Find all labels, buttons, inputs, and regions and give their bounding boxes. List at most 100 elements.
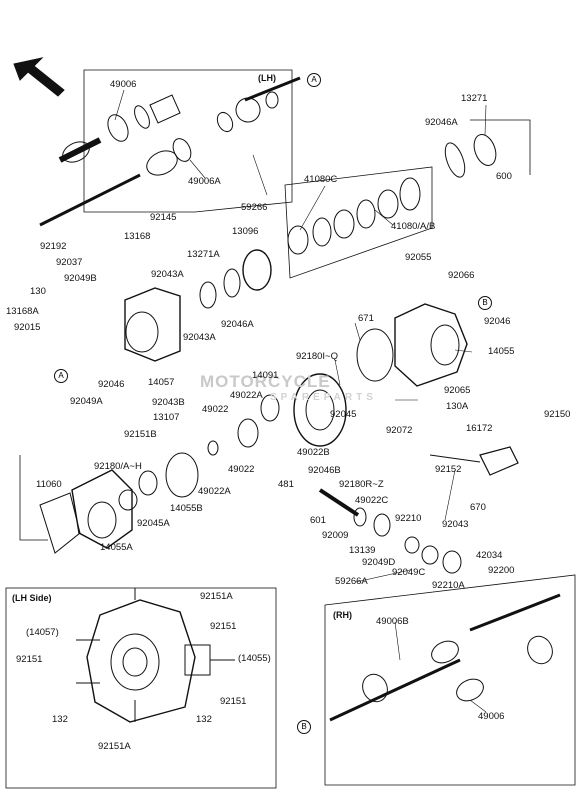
part-label: 49022A — [198, 486, 231, 497]
part-label: 600 — [496, 171, 512, 182]
part-label: 14091 — [252, 370, 279, 381]
part-label: 92151A — [200, 591, 233, 602]
front-arrow-icon — [13, 57, 65, 97]
lh-box-title: (LH) — [258, 73, 276, 83]
part-label: 49022 — [202, 404, 229, 415]
case-14055 — [394, 303, 468, 387]
part-label: 41080/A/B — [391, 221, 436, 232]
actuator-16172 — [479, 446, 519, 476]
part-label: 92151 — [210, 621, 237, 632]
part-label: 92009 — [322, 530, 349, 541]
part-label: 92055 — [405, 252, 432, 263]
part-label: 481 — [278, 479, 294, 490]
part-label: 92049D — [362, 557, 396, 568]
part-label: 92046A — [425, 117, 458, 128]
part-label: 13096 — [232, 226, 259, 237]
case-14055a — [71, 469, 133, 549]
part-label: 49006 — [478, 711, 505, 722]
part-label: 92043 — [442, 519, 469, 530]
part-label: 92152 — [435, 464, 462, 475]
part-label: 92015 — [14, 322, 41, 333]
watermark-main: MOTORCYCLE — [200, 372, 331, 391]
part-label: 92210 — [395, 513, 422, 524]
part-label: 92045 — [330, 409, 357, 420]
part-label: 14055 — [488, 346, 515, 357]
part-label: 13271A — [187, 249, 220, 260]
part-label: 13168 — [124, 231, 151, 242]
part-label: 92043A — [183, 332, 216, 343]
part-label: 49022B — [297, 447, 330, 458]
part-label: 92145 — [150, 212, 177, 223]
marker-b-bottom: B — [297, 720, 311, 734]
part-label: 13139 — [349, 545, 376, 556]
marker-a-left: A — [54, 369, 68, 383]
part-label: 13271 — [461, 93, 488, 104]
part-label: 132 — [52, 714, 68, 725]
part-label: 92180/A~H — [94, 461, 142, 472]
part-label: 92046 — [484, 316, 511, 327]
part-label: 13168A — [6, 306, 39, 317]
clutch-pack-box — [284, 166, 433, 279]
part-label: 14055A — [100, 542, 133, 553]
part-label: 92151 — [220, 696, 247, 707]
part-label: 92045A — [137, 518, 170, 529]
lh-side-view — [76, 588, 235, 723]
part-label: 92192 — [40, 241, 67, 252]
part-label: 13107 — [153, 412, 180, 423]
part-label: 130A — [446, 401, 469, 412]
part-label: 41080C — [304, 174, 338, 185]
lh-axle-box — [83, 69, 293, 213]
part-label: 92180R~Z — [339, 479, 384, 490]
part-label: 16172 — [466, 423, 493, 434]
part-label: 59266A — [335, 576, 368, 587]
lh-side-box-title: (LH Side) — [12, 593, 52, 603]
part-label: 49006B — [376, 616, 409, 627]
rh-axle-box — [324, 574, 576, 786]
clutch-plates — [287, 177, 421, 255]
part-label: 92065 — [444, 385, 471, 396]
part-label: 92046 — [98, 379, 125, 390]
marker-b-right: B — [478, 296, 492, 310]
part-label: (14057) — [26, 627, 59, 638]
lh-side-box — [5, 587, 277, 789]
part-label: 601 — [310, 515, 326, 526]
rh-box-title: (RH) — [333, 610, 352, 620]
part-label: 49022A — [230, 390, 263, 401]
lh-drive-shaft — [39, 76, 301, 227]
part-label: 92049C — [392, 567, 426, 578]
part-label: 92049A — [70, 396, 103, 407]
part-label: 670 — [470, 502, 486, 513]
part-label: 671 — [358, 313, 374, 324]
part-label: 49006 — [110, 79, 137, 90]
part-label: 92150 — [544, 409, 571, 420]
part-label: 92066 — [448, 270, 475, 281]
part-label: 11060 — [36, 479, 62, 490]
rh-drive-shaft — [329, 593, 561, 722]
ring-gear — [293, 373, 347, 447]
part-label: (14055) — [238, 653, 271, 664]
part-label: 92200 — [488, 565, 515, 576]
part-label: 92180I~Q — [296, 351, 338, 362]
part-label: 130 — [30, 286, 46, 297]
part-label: 92151 — [16, 654, 43, 665]
part-label: 92043B — [152, 397, 185, 408]
part-label: 92049B — [64, 273, 97, 284]
part-label: 92043A — [151, 269, 184, 280]
part-label: 59266 — [241, 202, 268, 213]
case-14057 — [124, 287, 181, 362]
part-label: 132 — [196, 714, 212, 725]
part-label: 49022C — [355, 495, 389, 506]
part-label: 49006A — [188, 176, 221, 187]
gear-13096 — [242, 249, 272, 291]
part-label: 49022 — [228, 464, 255, 475]
part-label: 92151B — [124, 429, 157, 440]
part-label: 92046A — [221, 319, 254, 330]
part-label: 92072 — [386, 425, 413, 436]
watermark-sub: SPAREPARTS — [270, 392, 377, 403]
part-label: 92151A — [98, 741, 131, 752]
part-label: 14055B — [170, 503, 203, 514]
part-label: 14057 — [148, 377, 175, 388]
part-label: 42034 — [476, 550, 503, 561]
